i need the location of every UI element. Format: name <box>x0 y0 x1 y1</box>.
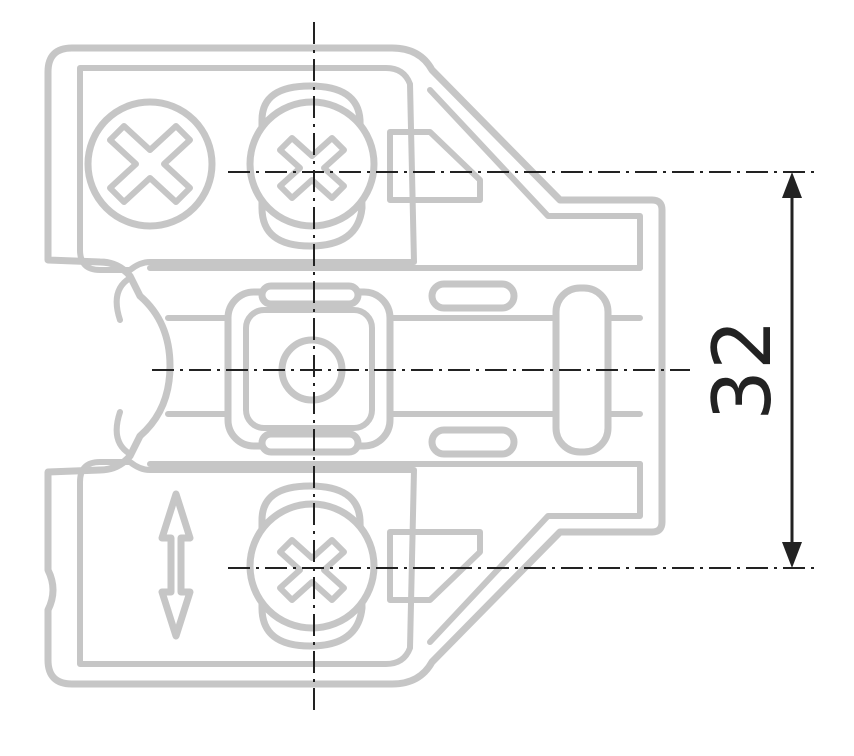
bottom-screw <box>246 482 378 650</box>
slot-top <box>428 280 518 312</box>
adjust-double-arrow-icon <box>158 490 194 640</box>
tab-bottom <box>387 529 483 603</box>
left-notch <box>113 275 133 457</box>
plate-inner-rim-bottom <box>77 459 417 667</box>
plate-slope-bottom <box>427 461 643 645</box>
tab-top <box>387 129 483 203</box>
dimension-label: 32 <box>696 319 789 421</box>
plate-inner-rim-top <box>77 65 417 273</box>
top-screw <box>246 82 378 250</box>
plate-slope-top <box>427 87 643 271</box>
boss-tab-top <box>258 282 362 308</box>
dimension-arrow-bottom <box>782 542 802 568</box>
slide-channel <box>147 265 643 467</box>
slot-bottom <box>428 426 518 458</box>
boss-tab-bottom <box>258 430 362 456</box>
cross-screw-slot <box>107 123 193 205</box>
dimension-arrow-top <box>782 172 802 198</box>
